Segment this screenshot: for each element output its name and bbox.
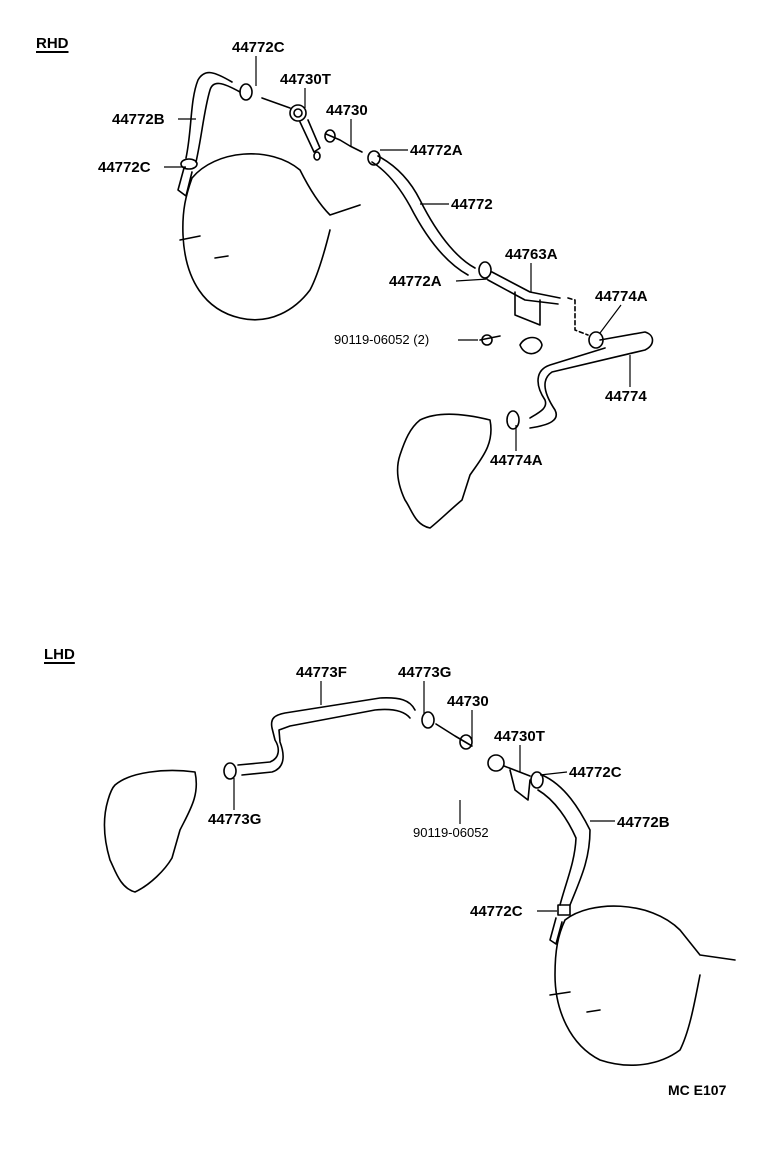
clamp-icon [180,83,253,170]
hose-44773f [237,697,416,766]
hose-44772 [377,155,476,269]
rhd-assembly [177,71,654,529]
part-label[interactable]: 44772C [232,39,285,56]
connector-44763a [491,271,561,299]
part-label[interactable]: 44772B [617,814,670,831]
valve-44730 [325,133,363,153]
brake-booster [554,905,736,1066]
section-title-rhd: RHD [36,35,69,52]
valve-44730t [487,754,505,772]
part-label[interactable]: 44772C [470,903,523,920]
part-label[interactable]: 44730 [326,102,368,119]
part-label[interactable]: 44730 [447,693,489,710]
part-label[interactable]: 44772C [98,159,151,176]
part-label[interactable]: 44773G [398,664,452,681]
hose-44772b [541,774,591,906]
hose-44774 [529,331,654,429]
part-label[interactable]: 44772A [410,142,463,159]
part-label[interactable]: 44772A [389,273,442,290]
diagram-reference-code: MC E107 [668,1082,727,1098]
valve-44730 [435,723,473,747]
part-label[interactable]: 44774 [605,388,647,405]
bolt-90119 [479,335,501,341]
part-label[interactable]: 44772 [451,196,493,213]
part-label[interactable]: 44772B [112,111,165,128]
valve-44730t [261,97,291,109]
part-label[interactable]: 44772C [569,764,622,781]
part-label[interactable]: 44773G [208,811,262,828]
section-title-lhd: LHD [44,646,75,663]
part-label[interactable]: 90119-06052 [413,825,489,840]
engine-block [103,769,198,893]
lhd-assembly [103,697,736,1066]
part-label[interactable]: 44730T [280,71,331,88]
part-label[interactable]: 44763A [505,246,558,263]
part-label[interactable]: 44774A [595,288,648,305]
part-label[interactable]: 44773F [296,664,347,681]
part-label[interactable]: 44774A [490,452,543,469]
engine-block [396,413,492,529]
hose-44772b [185,71,233,159]
part-label[interactable]: 90119-06052 (2) [334,332,430,347]
brake-booster [182,153,361,321]
part-label[interactable]: 44730T [494,728,545,745]
